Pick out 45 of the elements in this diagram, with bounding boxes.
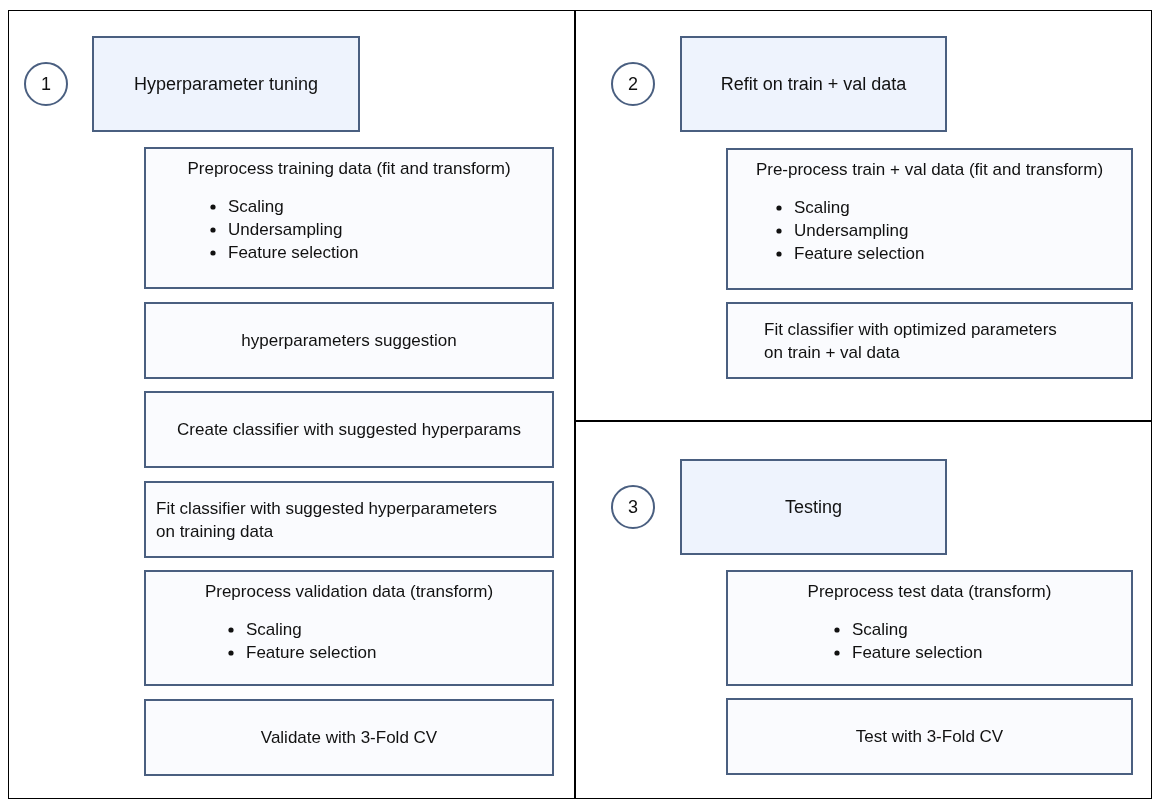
step-text: Fit classifier with optimized parameters on train + val data xyxy=(763,318,1058,364)
stage-title: Testing xyxy=(784,496,842,518)
bullet-item: Scaling xyxy=(228,196,284,218)
step-number: 2 xyxy=(628,73,638,95)
bullet-item: Feature selection xyxy=(228,242,359,264)
step-text: hyperparameters suggestion xyxy=(240,330,458,352)
stage-header-box xyxy=(92,36,360,132)
box-heading: Preprocess training data (fit and transform) xyxy=(186,158,512,180)
stage-title: Refit on train + val data xyxy=(720,73,907,95)
process-box xyxy=(144,570,554,686)
process-box xyxy=(144,699,554,776)
bullet-item: Feature selection xyxy=(852,642,983,664)
stage-title: Hyperparameter tuning xyxy=(133,73,319,95)
step-number: 3 xyxy=(628,496,638,518)
process-box xyxy=(726,570,1133,686)
stage-header-box xyxy=(680,36,947,132)
bullet-item: Scaling xyxy=(794,197,850,219)
bullet-item: Undersampling xyxy=(228,219,343,241)
step-text: Fit classifier with suggested hyperparameters on training data xyxy=(155,497,499,543)
stage-panel xyxy=(575,10,1152,421)
box-heading: Pre-process train + val data (fit and transform) xyxy=(754,159,1105,181)
process-box xyxy=(144,302,554,379)
bullet-item: Scaling xyxy=(246,619,302,641)
bullet-item: Feature selection xyxy=(794,243,925,265)
process-box xyxy=(726,698,1133,775)
process-box xyxy=(726,302,1133,379)
box-heading: Preprocess test data (transform) xyxy=(806,581,1053,603)
step-circle xyxy=(611,485,655,529)
process-box xyxy=(144,147,554,289)
process-box xyxy=(144,391,554,468)
step-text: Validate with 3-Fold CV xyxy=(259,727,439,749)
bullet-item: Scaling xyxy=(852,619,908,641)
step-circle xyxy=(611,62,655,106)
bullet-item: Undersampling xyxy=(794,220,909,242)
step-number: 1 xyxy=(41,73,51,95)
stage-header-box xyxy=(680,459,947,555)
stage-panel xyxy=(8,10,575,799)
stage-panel xyxy=(575,421,1152,799)
step-text: Test with 3-Fold CV xyxy=(854,726,1005,748)
step-text: Create classifier with suggested hyperparams xyxy=(176,419,522,441)
step-circle xyxy=(24,62,68,106)
bullet-item: Feature selection xyxy=(246,642,377,664)
process-box xyxy=(726,148,1133,290)
process-box xyxy=(144,481,554,558)
box-heading: Preprocess validation data (transform) xyxy=(203,581,495,603)
